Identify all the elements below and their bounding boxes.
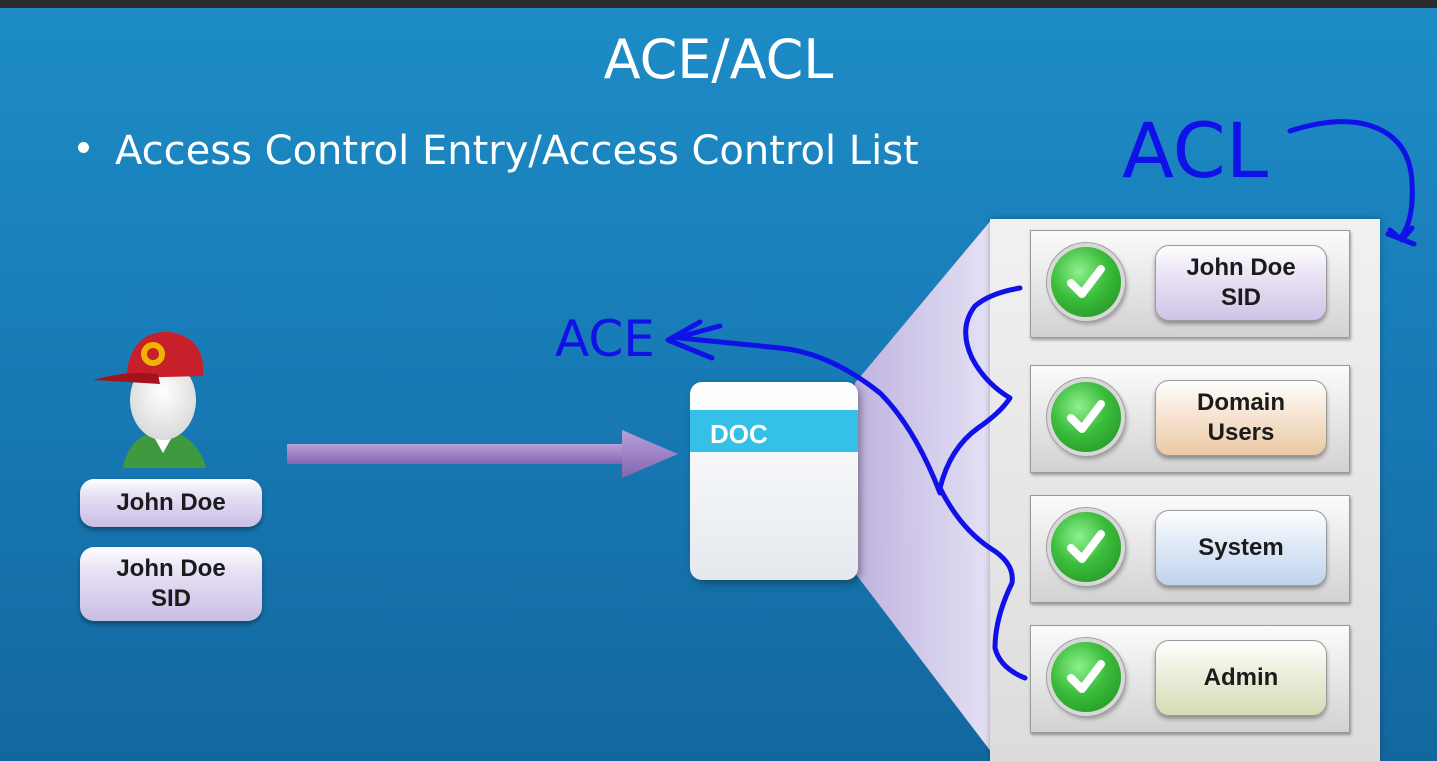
doc-band [690,410,858,452]
slide: ACE/ACL Access Control Entry/Access Cont… [0,8,1437,761]
funnel-shape [287,219,992,753]
check-icon [1051,642,1121,712]
user-sid-label: John Doe SID [80,547,262,621]
bullet-point: Access Control Entry/Access Control List [78,128,919,174]
user-avatar-icon [93,331,206,468]
acl-entry-system: System [1030,495,1350,603]
user-sid-line2: SID [150,585,191,612]
acl-entry-admin: Admin [1030,625,1350,733]
acl-entry-line1: Domain [1196,389,1285,416]
document-icon: DOC [690,382,858,580]
check-icon [1051,512,1121,582]
acl-entry-label: John Doe SID [1155,245,1327,321]
ace-brace-icon [937,285,1028,681]
check-icon [1051,382,1121,452]
user-name-label: John Doe [80,479,262,527]
doc-label: DOC [710,419,768,449]
acl-entry-label: Domain Users [1155,380,1327,456]
access-arrow-icon [287,430,678,478]
acl-entry-line1: John Doe [1186,254,1296,281]
bullet-text: Access Control Entry/Access Control List [115,128,919,174]
check-icon [1051,247,1121,317]
acl-entry-domain-users: Domain Users [1030,365,1350,473]
slide-title: ACE/ACL [603,28,834,91]
ace-annotation: ACE [555,310,655,368]
ink-strokes [665,119,1417,681]
top-bar [0,0,1437,8]
acl-arrowhead-icon [1385,225,1417,247]
acl-entry-line2: Users [1207,419,1275,446]
acl-entry-label: System [1155,510,1327,586]
acl-entry-john-doe-sid: John Doe SID [1030,230,1350,338]
acl-entry-label: Admin [1155,640,1327,716]
ace-arrow-icon [677,335,943,496]
acl-entry-line1: System [1198,534,1284,561]
bullet-dot-icon [78,141,89,153]
acl-entry-line2: SID [1220,284,1261,311]
acl-entry-line1: Admin [1203,664,1279,691]
acl-annotation: ACL [1122,106,1269,195]
user-name-text: John Doe [116,489,226,516]
user-sid-line1: John Doe [116,555,226,582]
ace-arrowhead-icon [665,319,723,361]
acl-arrow-icon [1287,119,1415,239]
